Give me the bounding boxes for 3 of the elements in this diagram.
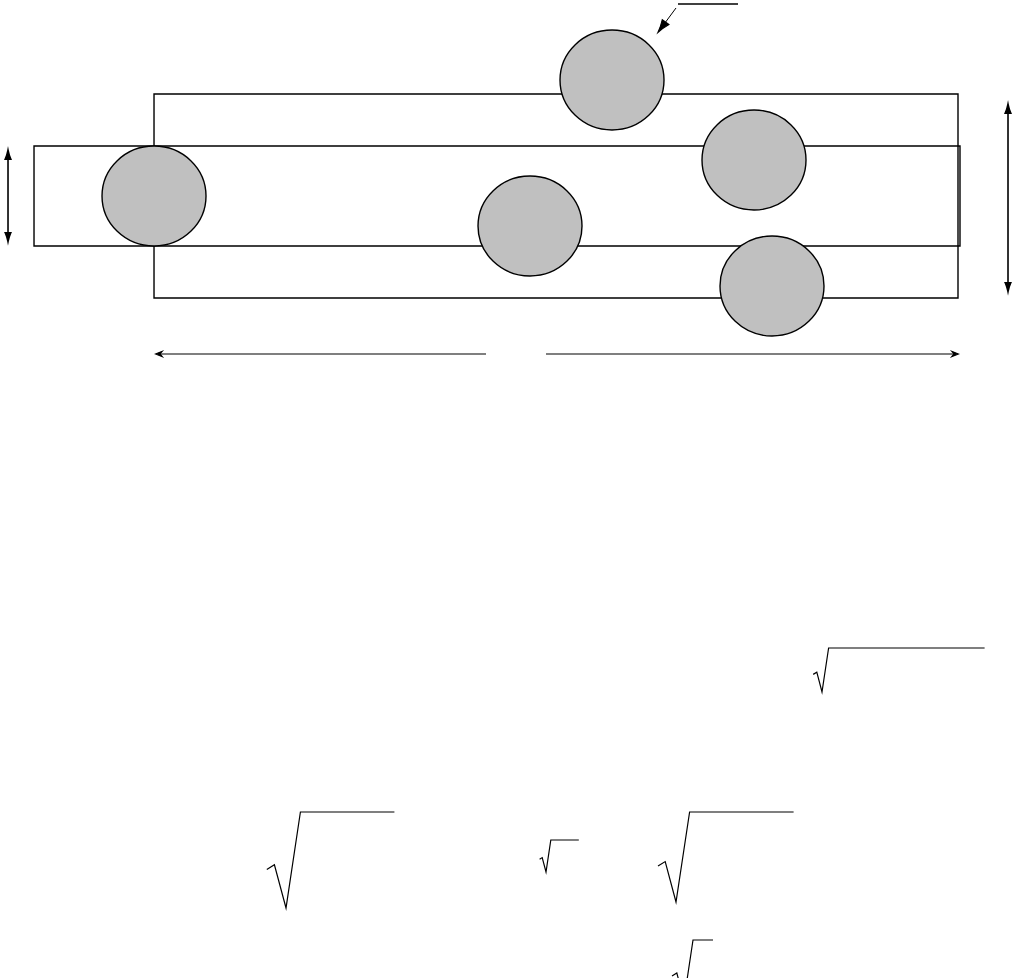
leader-line	[657, 7, 677, 34]
disc	[559, 29, 665, 131]
disc	[719, 235, 825, 337]
